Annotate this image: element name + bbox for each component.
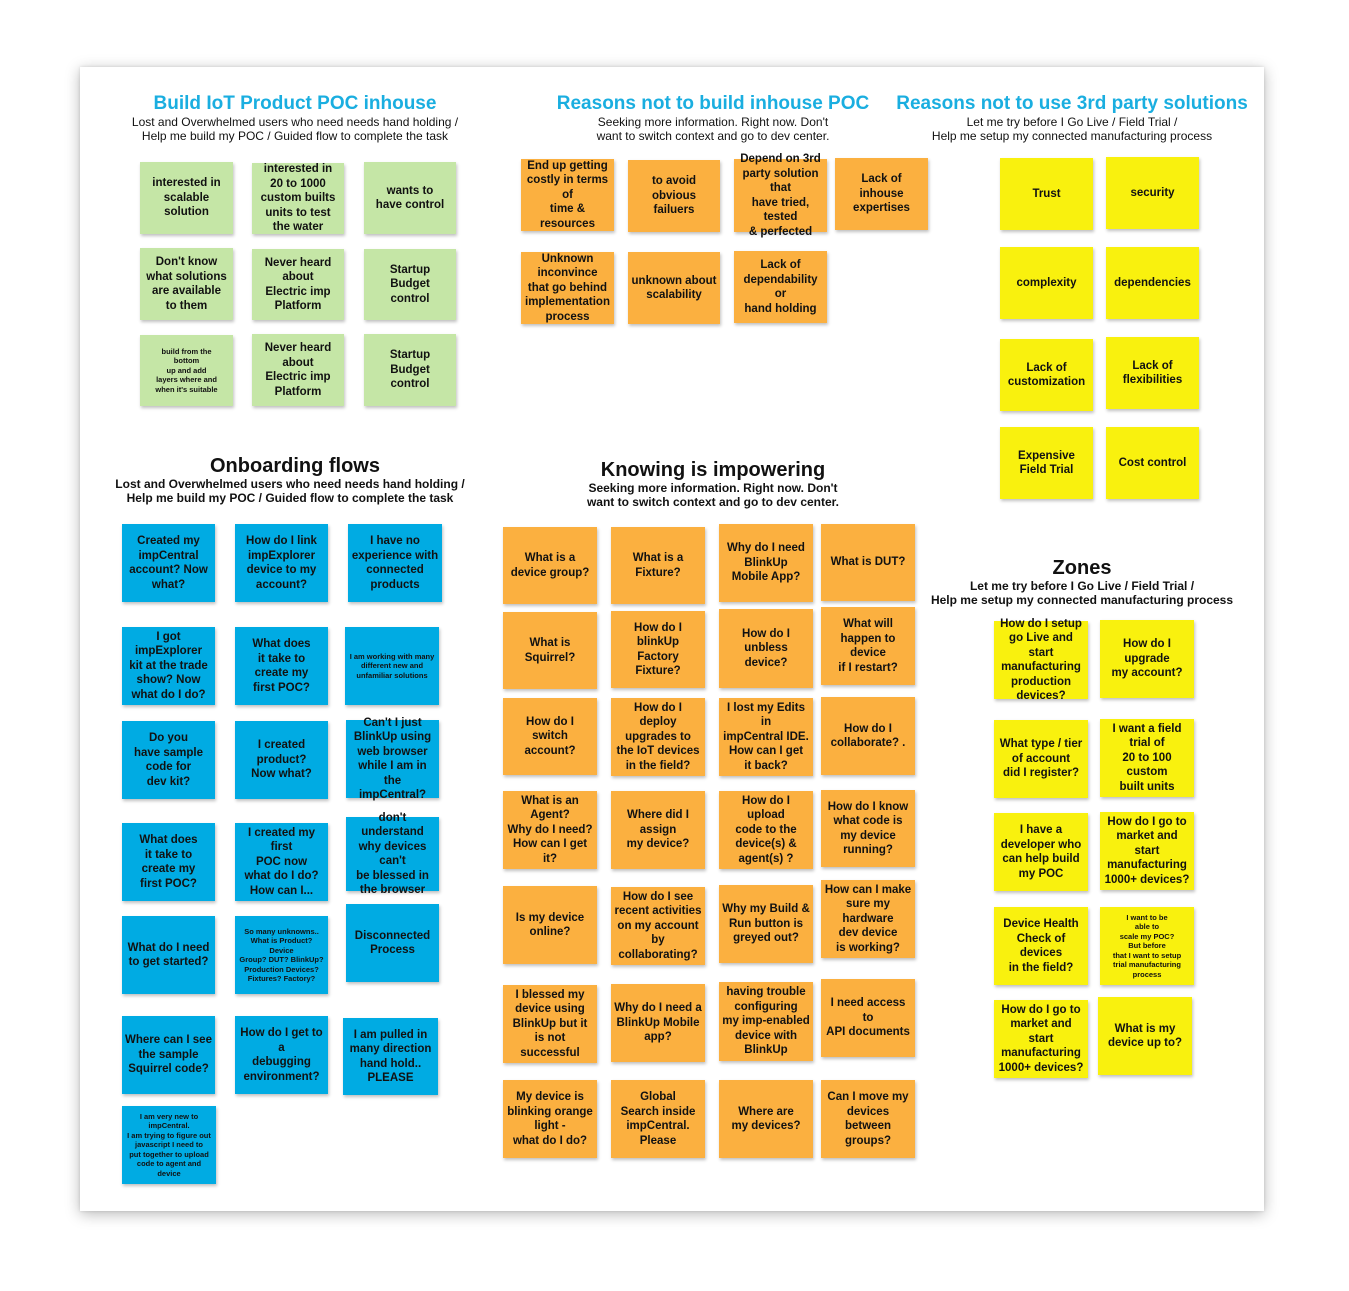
sticky-note[interactable]: I blessed my device using BlinkUp but it… xyxy=(503,985,597,1063)
build-iot-subtitle: Lost and Overwhelmed users who need need… xyxy=(131,115,459,143)
sticky-note[interactable]: Startup Budget control xyxy=(364,334,456,406)
sticky-note[interactable]: Why my Build & Run button is greyed out? xyxy=(719,885,813,963)
sticky-note[interactable]: How do I get to a debugging environment? xyxy=(235,1016,328,1094)
sticky-note[interactable]: Where did I assign my device? xyxy=(611,791,705,869)
sticky-note[interactable]: Created my impCentral account? Now what? xyxy=(122,524,215,602)
sticky-note[interactable]: How do I blinkUp Factory Fixture? xyxy=(611,611,705,688)
sticky-note[interactable]: having trouble configuring my imp-enable… xyxy=(719,982,813,1061)
sticky-note[interactable]: dependencies xyxy=(1106,247,1199,319)
sticky-note[interactable]: How do I link impExplorer device to my a… xyxy=(235,524,328,602)
sticky-note[interactable]: How do I unbless device? xyxy=(719,609,813,688)
reasons-inhouse-title: Reasons not to build inhouse POC xyxy=(556,93,870,114)
sticky-note[interactable]: I got impExplorer kit at the trade show?… xyxy=(122,627,215,705)
sticky-note[interactable]: Cost control xyxy=(1106,427,1199,499)
sticky-note[interactable]: How do I upgrade my account? xyxy=(1100,620,1194,698)
sticky-note[interactable]: Expensive Field Trial xyxy=(1000,427,1093,499)
sticky-note[interactable]: My device is blinking orange light - wha… xyxy=(503,1080,597,1158)
sticky-note[interactable]: Is my device online? xyxy=(503,886,597,964)
zones-title: Zones xyxy=(1052,557,1112,579)
sticky-note[interactable]: I created my first POC now what do I do?… xyxy=(235,823,328,901)
sticky-note[interactable]: security xyxy=(1106,157,1199,229)
sticky-note[interactable]: Device Health Check of devices in the fi… xyxy=(994,907,1088,985)
sticky-note[interactable]: How do I know what code is my device run… xyxy=(821,790,915,867)
knowing-subtitle: Seeking more information. Right now. Don… xyxy=(586,481,840,509)
sticky-note[interactable]: How do I go to market and start manufact… xyxy=(994,1000,1088,1078)
sticky-note[interactable]: Lack of flexibilities xyxy=(1106,337,1199,409)
sticky-note[interactable]: What does it take to create my first POC… xyxy=(122,823,215,901)
sticky-note[interactable]: Can't I just BlinkUp using web browser w… xyxy=(346,717,439,801)
sticky-note[interactable]: What is my device up to? xyxy=(1098,997,1192,1075)
zones-subtitle: Let me try before I Go Live / Field Tria… xyxy=(930,579,1234,607)
sticky-note[interactable]: to avoid obvious failuers xyxy=(628,160,720,232)
sticky-note[interactable]: What will happen to device if I restart? xyxy=(821,607,915,685)
sticky-note[interactable]: I have a developer who can help build my… xyxy=(994,813,1088,891)
sticky-note[interactable]: Startup Budget control xyxy=(364,249,456,320)
sticky-note[interactable]: Do you have sample code for dev kit? xyxy=(122,721,215,799)
sticky-note[interactable]: Lack of dependability or hand holding xyxy=(734,251,827,323)
onboarding-subtitle: Lost and Overwhelmed users who need need… xyxy=(115,477,465,505)
sticky-note[interactable]: What type / tier of account did I regist… xyxy=(994,720,1088,798)
sticky-note[interactable]: Global Search inside impCentral. Please xyxy=(611,1080,705,1158)
sticky-note[interactable]: What is Squirrel? xyxy=(503,612,597,689)
sticky-note[interactable]: Where are my devices? xyxy=(719,1080,813,1158)
sticky-note[interactable]: Lack of inhouse expertises xyxy=(835,158,928,230)
sticky-note[interactable]: I want to be able to scale my POC? But b… xyxy=(1100,907,1194,985)
sticky-note[interactable]: I am working with many different new and… xyxy=(345,627,439,705)
sticky-note[interactable]: Why do I need a BlinkUp Mobile app? xyxy=(611,984,705,1062)
sticky-note[interactable]: I have no experience with connected prod… xyxy=(348,524,442,602)
sticky-note[interactable]: What is a Fixture? xyxy=(611,527,705,604)
sticky-note[interactable]: What is an Agent? Why do I need? How can… xyxy=(503,791,597,869)
sticky-note[interactable]: Can I move my devices between groups? xyxy=(821,1080,915,1158)
sticky-note[interactable]: build from the bottom up and add layers … xyxy=(140,335,233,406)
sticky-note[interactable]: Never heard about Electric imp Platform xyxy=(252,249,344,320)
sticky-note[interactable]: How do I switch account? xyxy=(503,698,597,775)
sticky-note[interactable]: How do I deploy upgrades to the IoT devi… xyxy=(611,698,705,776)
sticky-note[interactable]: I need access to API documents xyxy=(821,979,915,1057)
sticky-note[interactable]: How do I go to market and start manufact… xyxy=(1100,812,1194,890)
sticky-note[interactable]: Unknown inconvince that go behind implem… xyxy=(521,252,614,324)
reasons-3rd-party-title: Reasons not to use 3rd party solutions xyxy=(896,93,1248,114)
sticky-note[interactable]: I want a field trial of 20 to 100 custom… xyxy=(1100,719,1194,797)
sticky-note[interactable]: What is DUT? xyxy=(821,524,915,601)
sticky-note[interactable]: I am pulled in many direction hand hold.… xyxy=(343,1018,438,1095)
sticky-note[interactable]: interested in scalable solution xyxy=(140,162,233,234)
reasons-3rd-party-subtitle: Let me try before I Go Live / Field Tria… xyxy=(931,115,1213,143)
sticky-note[interactable]: complexity xyxy=(1000,247,1093,319)
sticky-note[interactable]: Lack of customization xyxy=(1000,339,1093,411)
sticky-note[interactable]: How do I see recent activities on my acc… xyxy=(611,887,705,965)
sticky-note[interactable]: Depend on 3rd party solution that have t… xyxy=(734,153,827,238)
build-iot-title: Build IoT Product POC inhouse xyxy=(153,93,437,114)
onboarding-title: Onboarding flows xyxy=(210,455,380,477)
sticky-note[interactable]: I created product? Now what? xyxy=(235,721,328,799)
sticky-note[interactable]: interested in 20 to 1000 custom builts u… xyxy=(252,163,344,234)
knowing-title: Knowing is impowering xyxy=(600,459,826,481)
sticky-note[interactable]: How do I setup go Live and start manufac… xyxy=(994,618,1088,702)
sticky-note[interactable]: What is a device group? xyxy=(503,527,597,604)
sticky-note[interactable]: Don't know what solutions are available … xyxy=(140,248,233,320)
sticky-note[interactable]: How do I collaborate? . xyxy=(821,697,915,775)
sticky-note[interactable]: don't understand why devices can't be bl… xyxy=(346,812,439,896)
sticky-note[interactable]: How do I upload code to the device(s) & … xyxy=(719,791,813,869)
sticky-note[interactable]: So many unknowns.. What is Product? Devi… xyxy=(235,916,328,994)
sticky-note[interactable]: How can I make sure my hardware dev devi… xyxy=(821,880,915,958)
sticky-note[interactable]: Where can I see the sample Squirrel code… xyxy=(122,1016,215,1094)
sticky-note[interactable]: unknown about scalability xyxy=(628,252,720,324)
sticky-note[interactable]: Trust xyxy=(1000,158,1093,230)
sticky-note[interactable]: What does it take to create my first POC… xyxy=(235,627,328,705)
reasons-inhouse-subtitle: Seeking more information. Right now. Don… xyxy=(596,115,830,143)
sticky-note[interactable]: wants to have control xyxy=(364,162,456,234)
sticky-note[interactable]: Why do I need BlinkUp Mobile App? xyxy=(719,524,813,602)
sticky-note[interactable]: End up getting costly in terms of time &… xyxy=(521,159,614,231)
sticky-note[interactable]: I am very new to impCentral. I am trying… xyxy=(122,1106,216,1184)
sticky-note[interactable]: I lost my Edits in impCentral IDE. How c… xyxy=(719,698,813,776)
sticky-note[interactable]: What do I need to get started? xyxy=(122,916,215,994)
sticky-note[interactable]: Never heard about Electric imp Platform xyxy=(252,334,344,406)
sticky-note[interactable]: Disconnected Process xyxy=(346,904,439,982)
